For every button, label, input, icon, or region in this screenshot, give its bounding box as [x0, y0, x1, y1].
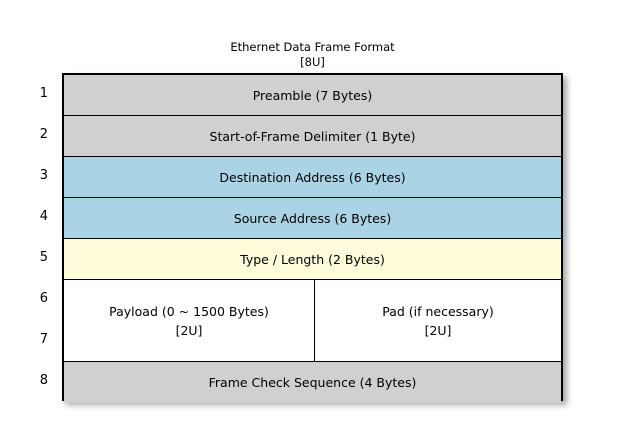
- payload-label: Payload (0 ~ 1500 Bytes): [109, 303, 269, 319]
- row-number-1: 1: [39, 86, 48, 101]
- pad-note: [2U]: [424, 322, 452, 338]
- row-number-6: 6: [39, 291, 48, 306]
- field-row-frame-check-sequence: Frame Check Sequence (4 Bytes): [64, 362, 561, 403]
- pad-label: Pad (if necessary): [382, 303, 494, 319]
- row-number-2: 2: [39, 127, 48, 142]
- row-number-5: 5: [39, 250, 48, 265]
- page-subtitle: [8U]: [300, 55, 325, 69]
- field-cell-pad: Pad (if necessary) [2U]: [315, 280, 561, 361]
- row-number-3: 3: [39, 168, 48, 183]
- field-cell-payload: Payload (0 ~ 1500 Bytes) [2U]: [64, 280, 315, 361]
- page-title: Ethernet Data Frame Format: [230, 40, 395, 54]
- diagram-title-block: Ethernet Data Frame Format [8U]: [62, 40, 563, 70]
- field-row-preamble: Preamble (7 Bytes): [64, 75, 561, 116]
- field-row-source-address: Source Address (6 Bytes): [64, 198, 561, 239]
- row-number-4: 4: [39, 209, 48, 224]
- payload-note: [2U]: [175, 322, 203, 338]
- row-number-7: 7: [39, 332, 48, 347]
- field-row-destination-address: Destination Address (6 Bytes): [64, 157, 561, 198]
- field-row-type-length: Type / Length (2 Bytes): [64, 239, 561, 280]
- frame-format-table: Preamble (7 Bytes) Start-of-Frame Delimi…: [62, 73, 563, 403]
- row-number-8: 8: [39, 373, 48, 388]
- field-row-payload-pad: Payload (0 ~ 1500 Bytes) [2U] Pad (if ne…: [64, 280, 561, 362]
- row-number-gutter: 1 2 3 4 5 6 7 8: [0, 73, 54, 401]
- field-row-start-of-frame-delimiter: Start-of-Frame Delimiter (1 Byte): [64, 116, 561, 157]
